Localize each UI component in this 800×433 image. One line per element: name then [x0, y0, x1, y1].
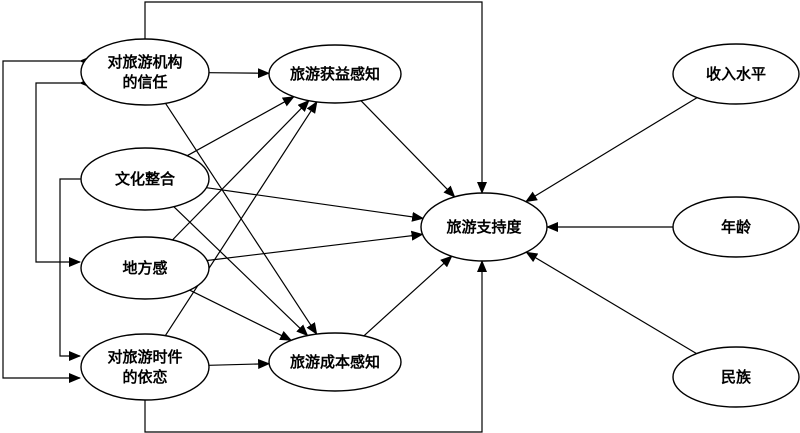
edge-trust-to-benefit	[208, 68, 270, 79]
node-support: 旅游支持度	[420, 192, 548, 262]
node-benefit: 旅游获益感知	[268, 44, 402, 104]
node-support-shape	[420, 192, 548, 262]
edge-trust-to-support	[144, 1, 487, 194]
node-ethnicity-shape	[672, 346, 800, 408]
node-attachment-label-0: 对旅游时件	[107, 348, 182, 366]
node-culture-shape	[80, 147, 210, 211]
node-cost-label-0: 旅游成本感知	[290, 353, 380, 371]
node-culture-label-0: 文化整合	[115, 170, 176, 188]
node-place: 地方感	[80, 236, 210, 300]
node-culture: 文化整合	[80, 147, 210, 211]
node-age: 年龄	[672, 196, 800, 258]
node-cost-shape	[268, 332, 402, 392]
node-place-shape	[80, 236, 210, 300]
node-income-label-0: 收入水平	[706, 65, 766, 83]
edge-benefit-to-support	[360, 100, 456, 198]
node-ethnicity-label-0: 民族	[721, 368, 752, 386]
covariance-culture-attachment	[59, 174, 91, 361]
node-trust-label-1: 的信任	[122, 73, 167, 91]
edge-culture-to-benefit	[186, 96, 295, 157]
covariance-trust-attachment	[2, 56, 91, 383]
edges-layer	[2, 1, 698, 433]
node-support-label-0: 旅游支持度	[446, 218, 522, 236]
node-trust-label-0: 对旅游机构	[107, 53, 182, 71]
edge-culture-to-support	[206, 187, 425, 222]
node-income-shape	[672, 43, 800, 105]
node-age-label-0: 年龄	[721, 218, 752, 236]
edge-place-to-cost	[189, 289, 293, 341]
edge-attachment-to-cost	[208, 358, 271, 369]
node-age-shape	[672, 196, 800, 258]
node-trust-shape	[80, 38, 210, 106]
edge-attachment-to-support	[144, 260, 487, 433]
edge-culture-to-cost	[173, 206, 309, 337]
edge-place-to-benefit	[171, 99, 310, 241]
node-benefit-label-0: 旅游获益感知	[290, 65, 380, 83]
node-attachment-shape	[80, 333, 210, 401]
node-attachment-label-1: 的依恋	[122, 368, 167, 386]
node-place-label-0: 地方感	[122, 259, 167, 277]
node-income: 收入水平	[672, 43, 800, 105]
edge-cost-to-support	[363, 255, 453, 337]
covariance-trust-place	[35, 78, 91, 267]
edge-ethnicity-to-support	[525, 251, 697, 355]
edge-income-to-support	[525, 97, 698, 203]
node-cost: 旅游成本感知	[268, 332, 402, 392]
edge-place-to-support	[207, 230, 424, 262]
node-benefit-shape	[268, 44, 402, 104]
node-ethnicity: 民族	[672, 346, 800, 408]
edge-attachment-to-benefit	[164, 101, 318, 337]
